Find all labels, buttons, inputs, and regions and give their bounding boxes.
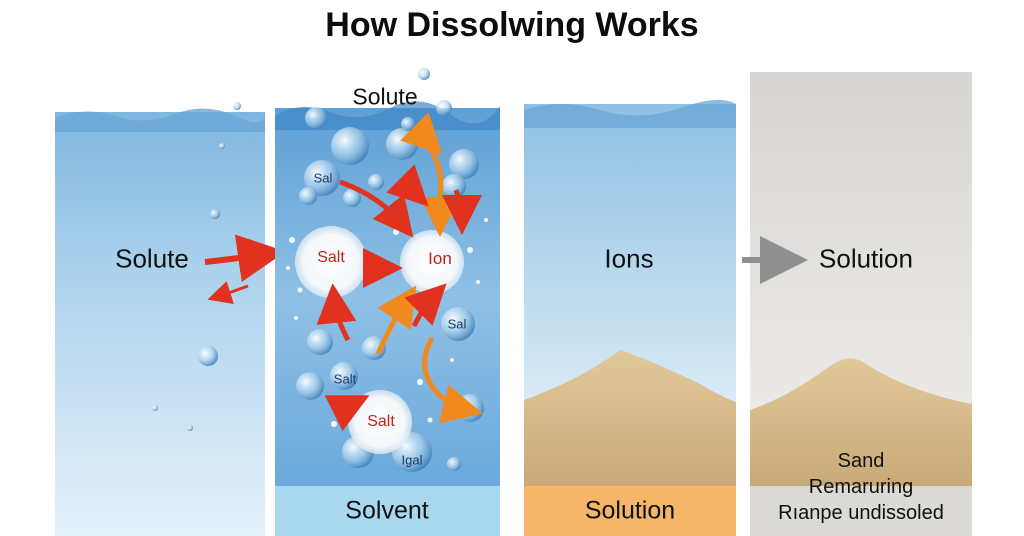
- arrow-icon: [204, 234, 286, 283]
- particle-sal-top: Sal: [313, 170, 333, 186]
- panel-solvent: [275, 0, 500, 536]
- solvent-bar: [275, 486, 500, 536]
- particle-ion: Ion: [428, 249, 452, 268]
- sand-line-2: Remaruring: [808, 476, 914, 498]
- panel-solute-water: [55, 102, 286, 536]
- panel-ions: [524, 70, 736, 536]
- arrow-icon: [316, 112, 483, 432]
- solution-bar: [524, 486, 736, 536]
- solvent-label: Solvent: [345, 496, 429, 525]
- sand-pile-icon: [750, 358, 972, 486]
- sand-pile-icon: [524, 350, 736, 486]
- diagram-title: How Dissolwing Works: [325, 6, 699, 44]
- sand-line-1: Sand: [837, 450, 885, 472]
- particle-salt-main: Salt: [317, 249, 345, 266]
- particle-salt-lower: Salt: [367, 413, 395, 430]
- sand-line-3: Rıanpe undissoled: [778, 502, 944, 524]
- panel-solution: [742, 72, 972, 536]
- particle-igal: Igal: [401, 452, 423, 468]
- arrow-icon: [207, 281, 249, 304]
- solution-bar-label: Solution: [584, 496, 676, 525]
- solution-label: Solution: [819, 243, 913, 274]
- bubble-icon: [152, 102, 241, 431]
- ions-label: Ions: [604, 243, 654, 274]
- solute-label: Solute: [115, 243, 189, 274]
- sand-remaining-text: Sand Remaruring Rıanpe undissoled: [750, 448, 972, 526]
- solute-top-label: Solute: [352, 83, 418, 110]
- particle-sal-right: Sal: [447, 316, 467, 332]
- particle-salt-small: Salt: [333, 371, 357, 387]
